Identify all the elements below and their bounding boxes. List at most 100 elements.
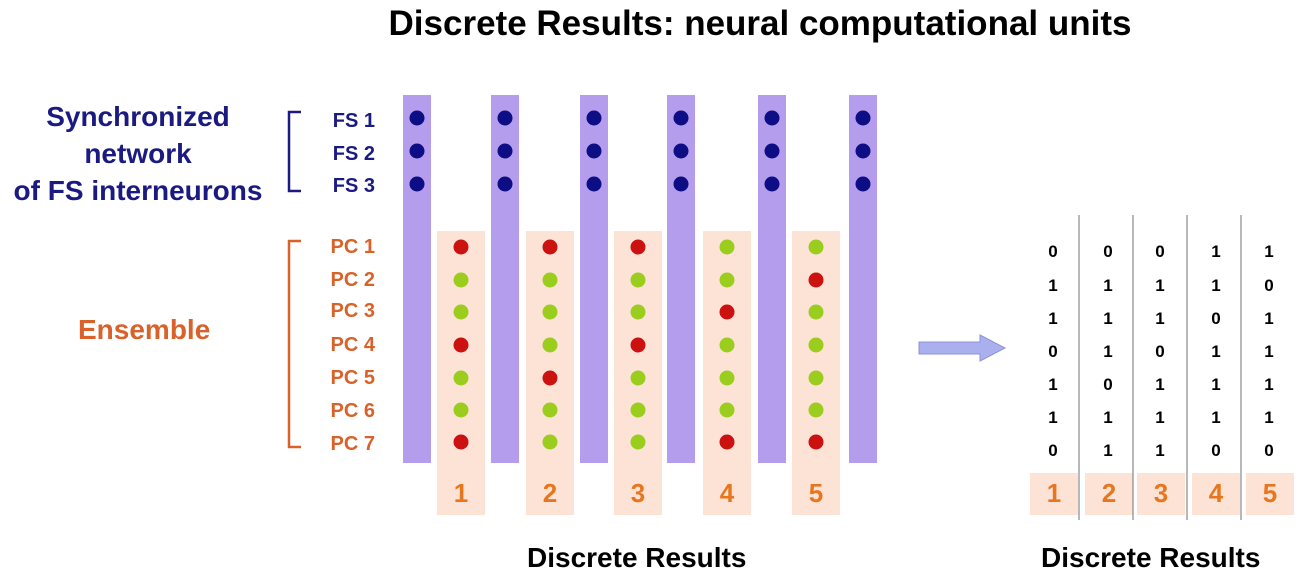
table-cell-5-3: 1 (1264, 309, 1274, 328)
pc-dot-4-6 (719, 402, 735, 418)
table-cell-2-4: 1 (1103, 342, 1113, 361)
pc-dot-4-1 (719, 239, 735, 255)
fs-dot-2-1 (497, 110, 513, 126)
pc-dot-5-3 (808, 304, 824, 320)
pc-dot-3-7 (630, 434, 646, 450)
pc-dot-2-6 (542, 402, 558, 418)
table-column-number-5: 5 (1262, 478, 1278, 508)
table-cell-5-7: 0 (1264, 441, 1274, 460)
pc-dot-1-5 (453, 370, 469, 386)
pc-dot-1-4 (453, 337, 469, 353)
table-cell-1-4: 0 (1048, 342, 1058, 361)
pc-dot-3-3 (630, 304, 646, 320)
table-cell-4-4: 1 (1211, 342, 1221, 361)
fs-bracket (287, 110, 301, 193)
table-cell-1-6: 1 (1048, 408, 1058, 427)
table-cell-3-6: 1 (1155, 408, 1165, 427)
fs-dot-2-3 (497, 176, 513, 192)
pc-bracket (287, 239, 301, 449)
pc-dot-5-1 (808, 239, 824, 255)
fs-dot-5-2 (764, 143, 780, 159)
pc-dot-1-6 (453, 402, 469, 418)
fs-dot-2-2 (497, 143, 513, 159)
pc-dot-3-4 (630, 337, 646, 353)
table-cell-1-1: 0 (1048, 242, 1058, 261)
table-cell-3-3: 1 (1155, 309, 1165, 328)
pc-row-label-3: PC 3 (330, 300, 375, 322)
fs-row-label-3: FS 3 (332, 175, 375, 197)
pc-dot-2-7 (542, 434, 558, 450)
pc-dot-4-3 (719, 304, 735, 320)
fs-dot-3-1 (586, 110, 602, 126)
pc-dot-4-5 (719, 370, 735, 386)
pc-dot-1-1 (453, 239, 469, 255)
fs-dot-6-1 (855, 110, 871, 126)
fs-row-label-2: FS 2 (332, 143, 375, 165)
pc-dot-4-7 (719, 434, 735, 450)
column-number-3: 3 (630, 478, 646, 508)
pc-row-label-1: PC 1 (330, 236, 375, 258)
fs-dot-3-3 (586, 176, 602, 192)
pc-dot-2-4 (542, 337, 558, 353)
table-cell-5-6: 1 (1264, 408, 1274, 427)
fs-dot-6-2 (855, 143, 871, 159)
table-cell-4-5: 1 (1211, 375, 1221, 394)
pc-dot-3-5 (630, 370, 646, 386)
fs-dot-4-1 (673, 110, 689, 126)
table-cell-1-2: 1 (1048, 276, 1058, 295)
table-cell-2-6: 1 (1103, 408, 1113, 427)
table-cell-4-6: 1 (1211, 408, 1221, 427)
pc-row-label-4: PC 4 (330, 334, 375, 356)
pc-dot-5-2 (808, 272, 824, 288)
pc-row-label-6: PC 6 (330, 400, 375, 422)
table-cell-4-7: 0 (1211, 441, 1221, 460)
pc-dot-3-6 (630, 402, 646, 418)
table-column-number-1: 1 (1046, 478, 1062, 508)
pc-dot-2-3 (542, 304, 558, 320)
table-number-box-3 (1137, 473, 1185, 515)
table-cell-1-7: 0 (1048, 441, 1058, 460)
pc-dot-3-1 (630, 239, 646, 255)
pc-dot-3-2 (630, 272, 646, 288)
table-number-box-1 (1030, 473, 1078, 515)
results-label-right: Discrete Results (1041, 542, 1261, 573)
pc-row-label-2: PC 2 (330, 269, 375, 291)
fs-dot-3-2 (586, 143, 602, 159)
fs-dot-1-2 (409, 143, 425, 159)
table-cell-5-1: 1 (1264, 242, 1274, 261)
table-cell-1-5: 1 (1048, 375, 1058, 394)
table-cell-1-3: 1 (1048, 309, 1058, 328)
table-cell-3-2: 1 (1155, 276, 1165, 295)
table-cell-3-5: 1 (1155, 375, 1165, 394)
pc-dot-2-2 (542, 272, 558, 288)
right-arrow-icon (918, 334, 1007, 362)
pc-row-label-5: PC 5 (330, 367, 375, 389)
table-cell-5-2: 0 (1264, 276, 1274, 295)
fs-dot-6-3 (855, 176, 871, 192)
table-number-box-4 (1192, 473, 1240, 515)
fs-row-label-1: FS 1 (332, 110, 375, 132)
pc-dot-2-5 (542, 370, 558, 386)
fs-dot-5-1 (764, 110, 780, 126)
column-number-4: 4 (719, 478, 735, 508)
table-cell-3-4: 0 (1155, 342, 1165, 361)
pc-row-label-7: PC 7 (330, 433, 375, 455)
table-number-box-5 (1246, 473, 1294, 515)
table-cell-4-3: 0 (1211, 309, 1221, 328)
table-cell-5-4: 1 (1264, 342, 1274, 361)
fs-network-label: Synchronized network of FS interneurons (0, 98, 276, 209)
pc-dot-5-5 (808, 370, 824, 386)
fs-dot-1-3 (409, 176, 425, 192)
table-number-box-2 (1085, 473, 1133, 515)
pc-dot-1-2 (453, 272, 469, 288)
ensemble-label: Ensemble (78, 314, 211, 345)
table-cell-4-1: 1 (1211, 242, 1221, 261)
pc-dot-5-7 (808, 434, 824, 450)
pc-dot-4-4 (719, 337, 735, 353)
table-column-number-3: 3 (1153, 478, 1169, 508)
column-number-2: 2 (542, 478, 558, 508)
fs-dot-1-1 (409, 110, 425, 126)
table-cell-2-2: 1 (1103, 276, 1113, 295)
table-cell-3-7: 1 (1155, 441, 1165, 460)
